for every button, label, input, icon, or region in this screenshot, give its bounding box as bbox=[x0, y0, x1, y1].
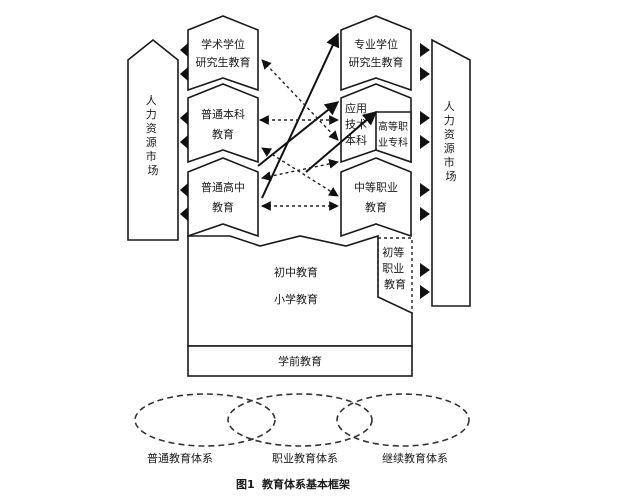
caption-number: 图1 bbox=[236, 478, 255, 491]
vocational-postgrad-box: 专业学位 研究生教育 bbox=[340, 15, 412, 92]
figure-caption: 图1 教育体系基本框架 bbox=[236, 477, 350, 491]
caption-title: 教育体系基本框架 bbox=[261, 477, 350, 491]
system-label-vocational: 职业教育体系 bbox=[272, 451, 338, 465]
left-market-label: 人 力 资 源 市 场 bbox=[146, 94, 161, 177]
secondary-voc-line2: 教育 bbox=[365, 200, 387, 214]
right-market-arrows bbox=[420, 43, 430, 299]
undergrad-line1: 普通本科 bbox=[201, 107, 245, 121]
system-label-continuing: 继续教育体系 bbox=[382, 451, 448, 465]
preschool-label: 学前教育 bbox=[278, 354, 322, 368]
academic-postgrad-box: 学术学位 研究生教育 bbox=[187, 15, 259, 92]
highschool-line2: 教育 bbox=[212, 200, 234, 214]
voc-postgrad-line2: 研究生教育 bbox=[349, 55, 404, 69]
general-education-ellipse bbox=[134, 393, 276, 447]
preschool-block: 学前教育 bbox=[187, 345, 413, 377]
education-systems: 普通教育体系 职业教育体系 继续教育体系 bbox=[134, 393, 470, 465]
postgrad-cross-exchange bbox=[261, 59, 339, 141]
academic-postgrad-line2: 研究生教育 bbox=[196, 55, 251, 69]
system-label-general: 普通教育体系 bbox=[147, 451, 213, 465]
primary-label: 小学教育 bbox=[274, 292, 318, 306]
secondary-voc-line1: 中等职业 bbox=[354, 180, 398, 194]
left-market-arrows bbox=[180, 43, 188, 221]
applied-undergrad-label: 应用 技术 本科 bbox=[345, 101, 371, 147]
highschool-vocational-exchange bbox=[261, 159, 339, 181]
transfer-arrows bbox=[257, 32, 378, 211]
voc-postgrad-line1: 专业学位 bbox=[354, 37, 398, 51]
junior-high-label: 初中教育 bbox=[274, 265, 318, 279]
right-hr-market: 人 力 资 源 市 场 bbox=[431, 38, 471, 307]
secondary-to-higher-arrow bbox=[305, 111, 378, 173]
undergrad-line2: 教育 bbox=[212, 127, 234, 141]
left-hr-market: 人 力 资 源 市 场 bbox=[127, 38, 179, 241]
higher-vocational-label: 高等职 业专科 bbox=[378, 120, 411, 149]
undergrad-to-applied-arrow bbox=[257, 101, 340, 167]
vocational-secondary-box: 中等职业 教育 bbox=[340, 157, 412, 238]
academic-undergrad-box: 普通本科 教育 bbox=[187, 83, 259, 164]
junior-vocational-box: 初等 职业 教育 bbox=[377, 237, 413, 315]
academic-postgrad-line1: 学术学位 bbox=[201, 37, 245, 51]
highschool-line1: 普通高中 bbox=[201, 180, 245, 194]
highschool-to-professional-arrow bbox=[261, 32, 340, 199]
continuing-education-ellipse bbox=[336, 393, 470, 447]
academic-highschool-box: 普通高中 教育 bbox=[187, 157, 259, 238]
right-market-label: 人 力 资 源 市 场 bbox=[444, 100, 459, 183]
vocational-education-ellipse bbox=[227, 393, 373, 447]
junior-vocational-label: 初等 职业 教育 bbox=[382, 245, 408, 291]
higher-vocational-box bbox=[375, 111, 412, 164]
basic-education-block: 初中教育 小学教育 bbox=[187, 234, 413, 347]
